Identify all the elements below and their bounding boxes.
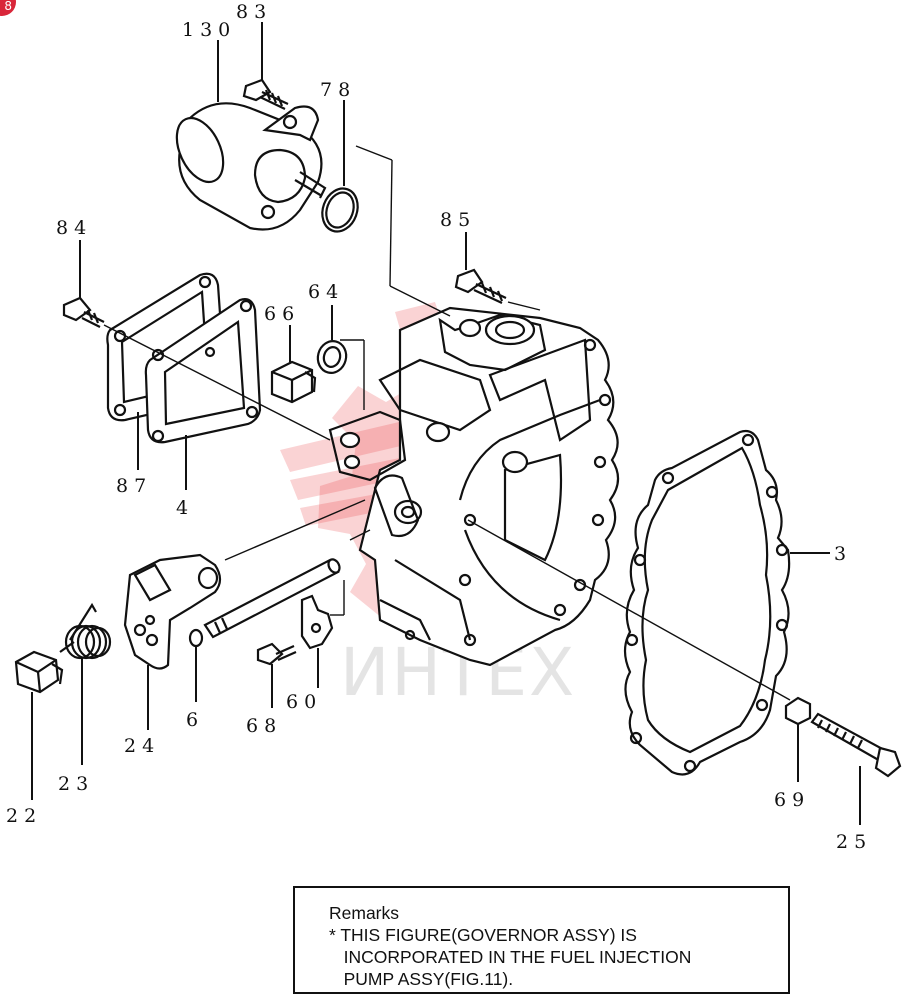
part-25-stud <box>810 712 902 778</box>
part-66-plug <box>270 360 317 404</box>
remarks-line-3: PUMP ASSY(FIG.11). <box>329 969 514 989</box>
part-64-washer <box>316 340 348 374</box>
callout-4: 4 <box>176 497 194 519</box>
part-68-bolt <box>256 642 297 666</box>
remarks-title: Remarks <box>329 903 400 923</box>
part-6-ring <box>188 628 204 648</box>
callout-23: 23 <box>58 773 94 795</box>
part-85-bolt <box>454 268 507 304</box>
callout-6: 6 <box>186 709 204 731</box>
governor-housing <box>328 306 620 667</box>
remarks-box: Remarks * THIS FIGURE(GOVERNOR ASSY) IS … <box>293 886 790 994</box>
part-22-plug <box>14 650 64 694</box>
part-3-gasket <box>623 429 791 776</box>
callout-3: 3 <box>834 543 852 565</box>
part-60-plate <box>300 594 334 650</box>
part-24-lever <box>123 553 222 670</box>
callout-83: 83 <box>236 1 272 23</box>
part-69-nut <box>784 696 812 726</box>
part-84-bolt <box>62 296 105 328</box>
callout-85: 85 <box>440 209 476 231</box>
remarks-line-2: INCORPORATED IN THE FUEL INJECTION <box>329 947 692 967</box>
callout-87: 87 <box>116 475 152 497</box>
callout-68: 68 <box>246 715 282 737</box>
callout-22: 22 <box>6 805 42 827</box>
callout-84: 84 <box>56 217 92 239</box>
callout-69: 69 <box>774 789 810 811</box>
callout-130: 130 <box>182 19 236 41</box>
leader-lines <box>31 22 861 825</box>
callout-25: 25 <box>836 831 872 853</box>
part-4-cover <box>144 298 262 444</box>
part-23-spring <box>59 602 112 660</box>
callout-64: 64 <box>308 281 344 303</box>
callout-24: 24 <box>124 735 160 757</box>
callout-78: 78 <box>320 79 356 101</box>
callout-66: 66 <box>264 303 300 325</box>
callout-60: 60 <box>286 691 322 713</box>
governor-shaft <box>203 558 341 639</box>
remarks-line-1: * THIS FIGURE(GOVERNOR ASSY) IS <box>329 925 637 945</box>
part-83-bolt <box>242 78 289 110</box>
part-130-solenoid <box>175 102 327 231</box>
